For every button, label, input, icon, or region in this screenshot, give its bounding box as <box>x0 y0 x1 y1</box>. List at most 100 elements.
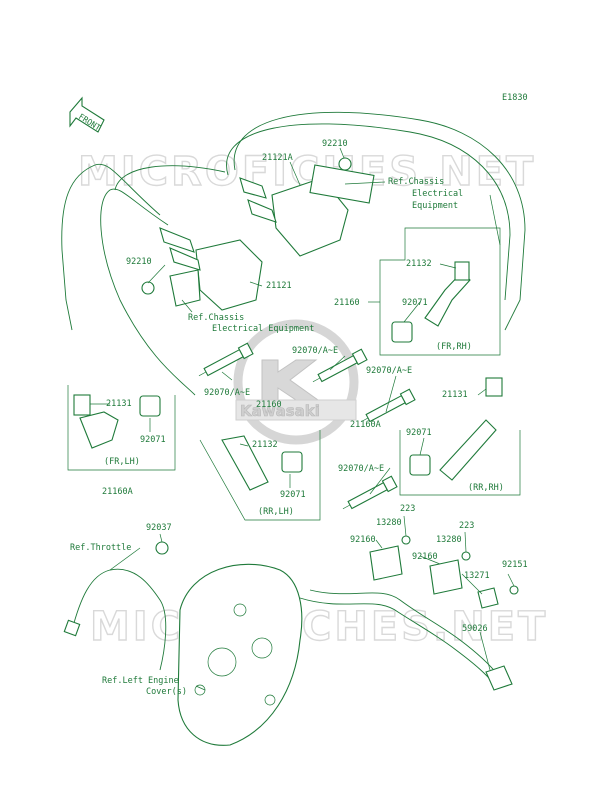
boot-21132-rh <box>424 271 471 327</box>
label-92160-a: 92160 <box>350 535 376 545</box>
group-rr-lh <box>199 430 321 521</box>
ignition-coil-21121 <box>141 227 263 311</box>
front-arrow-shape <box>69 96 105 133</box>
part-92071-left <box>139 395 161 417</box>
label-223-a: 223 <box>400 504 415 514</box>
box-rr-rh <box>399 430 521 496</box>
part-92071-rh <box>391 321 413 343</box>
label-ref-chassis2-b: Electrical Equipment <box>212 324 314 334</box>
group-rr-rh <box>399 377 521 496</box>
clamp-92037 <box>155 541 169 555</box>
wire-lh-top <box>114 165 226 191</box>
label-ref-chassis2-a: Ref.Chassis <box>188 313 244 323</box>
brand-banner <box>235 399 357 421</box>
label-92210-left: 92210 <box>126 257 152 267</box>
label-21160A-left: 21160A <box>102 487 133 497</box>
label-21132-rh: 21132 <box>406 259 432 269</box>
cap-21131-left <box>73 394 91 416</box>
pickup-coil-92160-a <box>369 545 403 581</box>
label-21131-right: 21131 <box>442 390 468 400</box>
label-92070-2: 92070/A~E <box>366 366 412 376</box>
label-21121: 21121 <box>266 281 292 291</box>
ignition-coil-21121A <box>239 157 375 257</box>
group-fr-lh <box>67 385 176 471</box>
cover-hole-1 <box>207 647 237 677</box>
box-rr-lh <box>199 430 321 521</box>
label-92070-4: 92070/A~E <box>338 464 384 474</box>
nut-92210-left <box>141 281 155 295</box>
connector-59026 <box>485 665 513 691</box>
label-92071-rh: 92071 <box>402 298 428 308</box>
label-13271: 13271 <box>464 571 490 581</box>
part-92071-right <box>409 454 431 476</box>
diagram-code: E1830 <box>502 93 528 103</box>
spark-plug-4 <box>342 475 398 510</box>
cover-bolt-2 <box>264 694 276 706</box>
brand-logo: Kawasaki <box>233 319 359 445</box>
throttle-cable-path <box>71 568 167 671</box>
cap-21131-right <box>485 377 503 397</box>
label-rr-rh: (RR,RH) <box>468 483 504 493</box>
label-ref-chassis-b: Electrical <box>412 189 463 199</box>
coil-terminal-a <box>239 177 267 199</box>
label-92151: 92151 <box>502 560 528 570</box>
label-92160-b: 92160 <box>412 552 438 562</box>
spark-plug-3 <box>360 388 416 423</box>
front-arrow-icon: FRONT <box>69 96 105 133</box>
watermark-layer: MICROFICHES.NET MICROFICHES.NET Kawasaki <box>77 148 546 650</box>
box-fr-rh <box>379 227 501 356</box>
throttle-end <box>63 619 81 637</box>
label-92071-right: 92071 <box>406 428 432 438</box>
label-13280-a: 13280 <box>376 518 402 528</box>
engine-left-cover <box>177 563 303 746</box>
cover-hole-2 <box>251 637 273 659</box>
label-ref-engine-a: Ref.Left Engine <box>102 676 179 686</box>
label-92071-mid: 92071 <box>280 490 306 500</box>
coil-terminal-c <box>159 227 195 253</box>
part-labels: 92210 21121A Ref.Chassis Electrical Equi… <box>70 139 528 697</box>
label-ref-engine-b: Cover(s) <box>146 687 187 697</box>
wire-rh-outer <box>233 111 526 331</box>
brand-k-mark <box>261 359 320 401</box>
label-ref-throttle: Ref.Throttle <box>70 543 131 553</box>
plug-wires <box>61 111 526 396</box>
screw-223-b <box>461 551 471 561</box>
spark-plug-2 <box>312 348 368 383</box>
wire-lh-outer <box>61 163 161 331</box>
label-ref-chassis-a: Ref.Chassis <box>388 177 444 187</box>
label-92070-3: 92070/A~E <box>204 388 250 398</box>
coil-terminal-b <box>247 199 277 223</box>
label-92070-1: 92070/A~E <box>292 346 338 356</box>
brand-name: Kawasaki <box>240 402 320 420</box>
label-21160A-right: 21160A <box>350 420 381 430</box>
box-fr-lh <box>67 385 176 471</box>
harness-wire-2 <box>299 597 495 685</box>
spark-plug-1 <box>198 342 254 377</box>
part-92071-mid <box>281 451 303 473</box>
harness-wire-1 <box>309 589 499 676</box>
coil-body-left <box>195 239 263 311</box>
cover-hole-3 <box>233 603 247 617</box>
leader-lines <box>90 147 515 691</box>
engine-cover-shape <box>177 563 303 746</box>
wire-rh-inner <box>226 123 511 301</box>
wire-rh-short <box>489 194 501 246</box>
pickup-coil-92160-b <box>429 559 463 595</box>
label-21131-left: 21131 <box>106 399 132 409</box>
label-223-b: 223 <box>459 521 474 531</box>
label-92210-top: 92210 <box>322 139 348 149</box>
label-21160-rh: 21160 <box>334 298 360 308</box>
brand-ring <box>233 319 359 445</box>
pickup-harness <box>299 535 519 691</box>
coil-bracket-left <box>169 269 201 307</box>
boot-21160A-right <box>439 419 497 481</box>
boot-21132-mid <box>221 435 269 491</box>
label-59026: 59026 <box>462 624 488 634</box>
label-rr-lh: (RR,LH) <box>258 507 294 517</box>
label-92071-left: 92071 <box>140 435 166 445</box>
screw-92151 <box>509 585 519 595</box>
spark-plugs <box>198 342 416 510</box>
boot-21160A-left <box>79 411 119 449</box>
label-21160-mid: 21160 <box>256 400 282 410</box>
